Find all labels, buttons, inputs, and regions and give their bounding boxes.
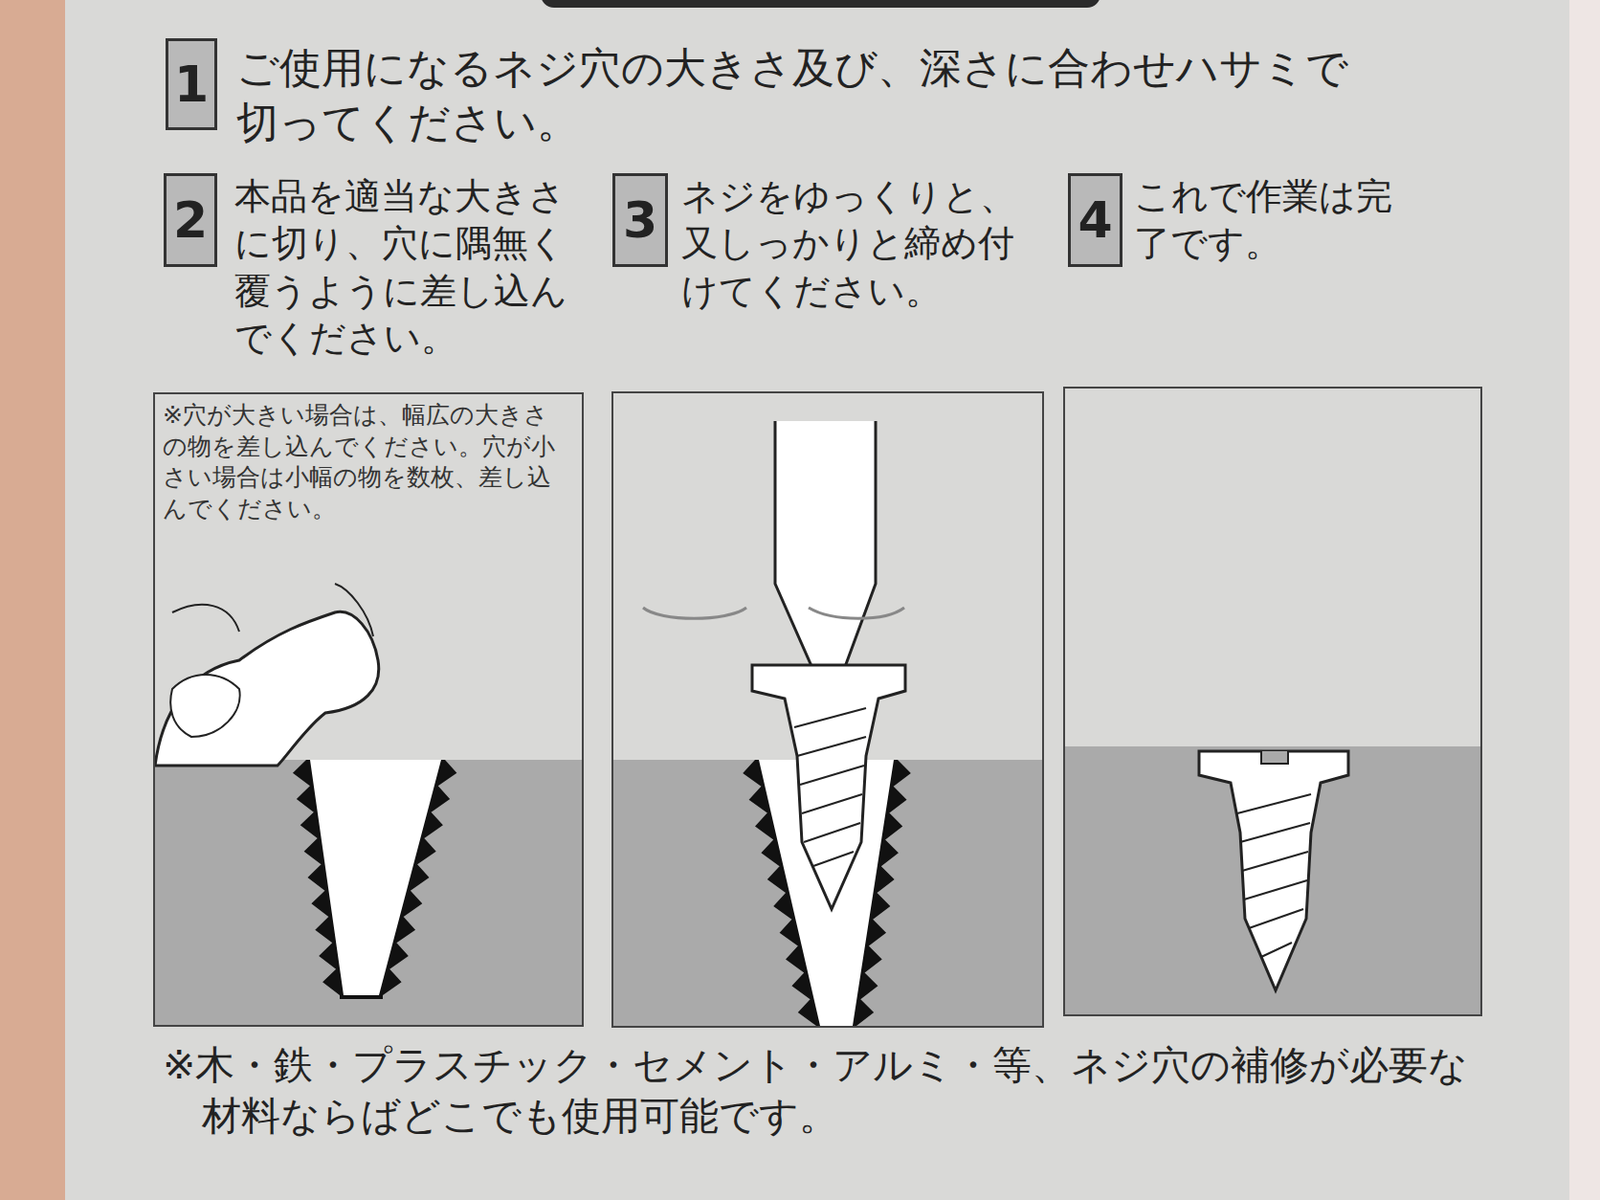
- panel: [1064, 387, 1482, 1016]
- step-number: 2: [163, 173, 218, 267]
- ground: [154, 759, 583, 1026]
- screw-thread: [794, 708, 867, 867]
- finger-drawing: [334, 583, 374, 637]
- staple: [643, 607, 747, 619]
- screw-thread: [1237, 794, 1312, 957]
- screw: [752, 665, 906, 910]
- screw: [1199, 751, 1349, 991]
- footnote: ※木・鉄・プラスチック・セメント・アルミ・等、ネジ穴の補修が必要な材料ならばどこ…: [162, 1040, 1475, 1143]
- background: [1569, 0, 1600, 1200]
- repair-mesh: [339, 995, 383, 1000]
- ground: [1065, 746, 1481, 1015]
- step-instruction: ネジをゆっくりと、又しっかりと締め付けてください。: [681, 173, 1038, 315]
- step-instruction: 本品を適当な大きさに切り、穴に隅無く覆うように差し込んでください。: [234, 173, 589, 363]
- step-number-text: 3: [622, 191, 658, 249]
- step-instruction: ご使用になるネジ穴の大きさ及び、深さに合わせハサミで切ってください。: [236, 40, 1385, 150]
- step-number-text: 2: [173, 191, 208, 249]
- header-bar: [540, 0, 1101, 8]
- screwdriver: [775, 421, 876, 675]
- finger: [0, 0, 66, 1200]
- fingernail: [170, 674, 240, 737]
- step-number-text: 4: [1077, 191, 1112, 249]
- screw-slot: [1261, 751, 1289, 764]
- finger-drawing: [172, 604, 240, 632]
- step-number: 4: [1067, 173, 1123, 267]
- note-text: ※穴が大きい場合は、幅広の大きさの物を差し込んでください。穴が小さい場合は小幅の…: [162, 400, 565, 525]
- step-number-text: 1: [174, 55, 209, 113]
- panel: [612, 392, 1044, 1027]
- repair-mesh: [292, 759, 344, 996]
- finger-drawing: [155, 611, 379, 766]
- step-number: 3: [612, 173, 668, 267]
- illustration-panel: ※穴が大きい場合は、幅広の大きさの物を差し込んでください。穴が小さい場合は小幅の…: [153, 392, 584, 1027]
- staple: [808, 607, 905, 619]
- step-instruction: これで作業は完了です。: [1133, 173, 1422, 268]
- repair-mesh: [378, 759, 457, 996]
- step-number: 1: [165, 38, 218, 131]
